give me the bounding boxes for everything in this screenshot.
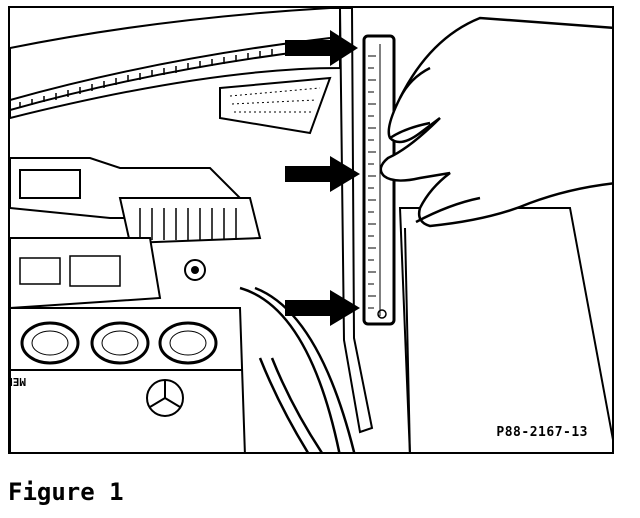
figure-caption: Figure 1 bbox=[8, 478, 124, 506]
engine-bay-drawing: MERCEDES-BENZ bbox=[10, 8, 612, 452]
figure-illustration: MERCEDES-BENZ bbox=[8, 6, 614, 454]
battery-brand-text: MERCEDES-BENZ bbox=[10, 375, 26, 388]
arrow-icon bbox=[285, 30, 360, 326]
battery: MERCEDES-BENZ bbox=[10, 307, 246, 452]
part-code-label: P88-2167-13 bbox=[496, 425, 588, 440]
hoses bbox=[239, 286, 356, 452]
ruler bbox=[362, 34, 396, 326]
engine-cover bbox=[10, 157, 262, 245]
hand-holding-ruler bbox=[379, 16, 612, 228]
